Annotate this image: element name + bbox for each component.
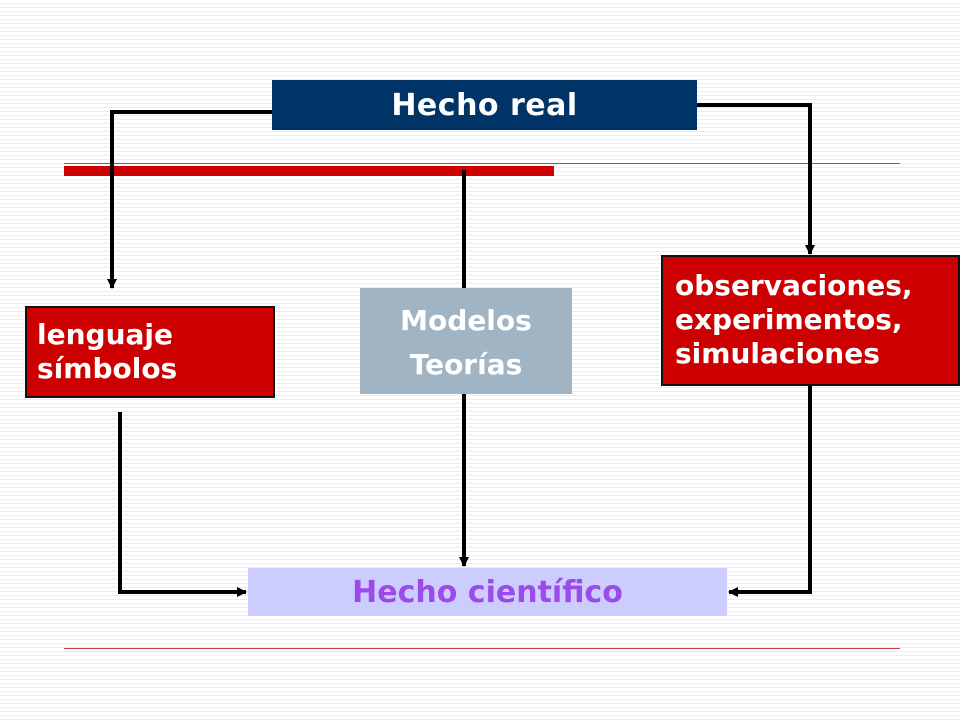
accent-rule-thin-bottom — [64, 648, 900, 649]
hecho-cientifico-node: Hecho científico — [248, 568, 727, 616]
observaciones-node: observaciones, experimentos, simulacione… — [661, 255, 960, 386]
connector-observaciones-to-hecho-cientifico — [728, 386, 812, 597]
simulaciones-label: simulaciones — [675, 337, 880, 370]
connector-hecho-real-to-lenguaje — [107, 110, 272, 289]
observaciones-label: observaciones, — [675, 269, 913, 302]
accent-rule-thick — [64, 166, 554, 176]
experimentos-label: experimentos, — [675, 303, 903, 336]
connector-lenguaje-to-hecho-cientifico — [118, 412, 247, 597]
modelos-label: Modelos — [400, 304, 532, 337]
hecho-real-node: Hecho real — [272, 80, 697, 130]
connector-hecho-real-to-observaciones — [697, 103, 815, 255]
modelos-teorias-node: Modelos Teorías — [360, 288, 572, 394]
lenguaje-simbolos-node: lenguaje símbolos — [25, 306, 275, 398]
simbolos-label: símbolos — [37, 352, 178, 385]
lenguaje-label: lenguaje — [37, 318, 173, 351]
teorias-label: Teorías — [409, 348, 523, 381]
accent-rule-thin-top — [64, 163, 900, 164]
hecho-cientifico-label: Hecho científico — [352, 574, 623, 610]
hecho-real-label: Hecho real — [391, 87, 578, 123]
